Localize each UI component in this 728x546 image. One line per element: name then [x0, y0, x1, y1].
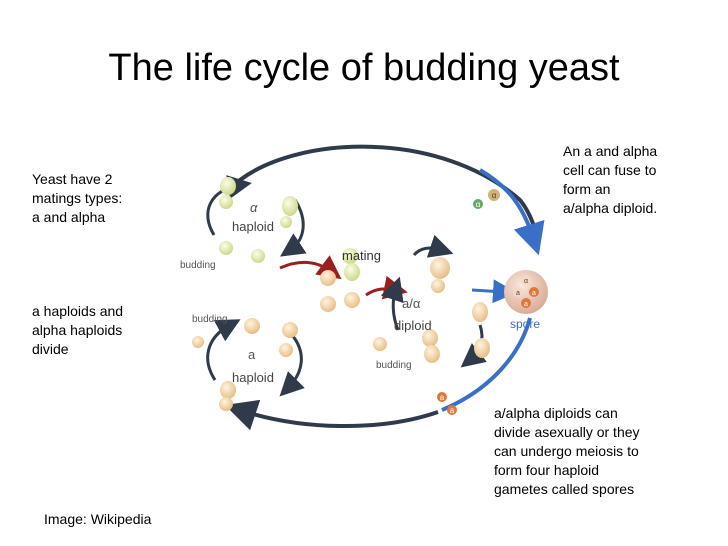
bottom-arc-blue-start	[441, 317, 532, 412]
note-line: divide asexually or they	[494, 424, 640, 440]
alpha-gamete	[488, 189, 500, 201]
alpha-cell	[219, 241, 233, 255]
note-line: a/alpha diploids can	[494, 405, 618, 421]
diploid-cell	[474, 338, 490, 358]
spore-tetrad: α a a a	[504, 270, 548, 314]
alpha-cell	[219, 195, 233, 209]
spore-cell-label: a	[532, 290, 536, 297]
top-arc-arrow	[238, 144, 538, 234]
budding-top-label: budding	[180, 260, 216, 271]
diploid-symbol-label: a/α	[402, 296, 421, 311]
tan-cell	[344, 292, 360, 308]
note-line: Yeast have 2	[32, 171, 113, 187]
alpha-symbol-label: α	[250, 200, 258, 215]
alpha-cell	[220, 177, 236, 195]
diploid-cell	[430, 257, 450, 279]
a-symbol-label: a	[248, 347, 256, 362]
note-meiosis: a/alpha diploids can divide asexually or…	[494, 404, 640, 499]
alpha-gamete	[473, 199, 483, 209]
note-haploids-divide: a haploids and alpha haploids divide	[32, 302, 123, 359]
diploid-cell	[422, 329, 438, 347]
a-gamete-label: a	[450, 406, 455, 415]
note-line: matings types:	[32, 190, 123, 206]
a-cycle-arrow	[206, 319, 241, 381]
note-line: a haploids and	[32, 303, 124, 319]
a-cycle-arrow	[279, 334, 305, 397]
mating-label: mating	[342, 248, 381, 263]
a-gamete	[437, 392, 447, 402]
spore-cell	[513, 287, 523, 297]
slide-title: The life cycle of budding yeast	[108, 47, 620, 89]
note-line: form four haploid	[494, 462, 600, 478]
a-haploid-cells	[192, 318, 298, 411]
note-line: divide	[32, 341, 69, 357]
a-cell	[279, 343, 293, 357]
bottom-arc-arrow	[224, 399, 439, 431]
alpha-haploid-label: haploid	[232, 219, 274, 234]
diploid-cells	[373, 257, 490, 363]
alpha-cell	[282, 196, 298, 216]
a-gamete-label: a	[440, 393, 445, 402]
spore-label: spore	[510, 317, 540, 331]
top-arc-blue-end	[478, 168, 545, 256]
note-line: gametes called spores	[494, 481, 635, 497]
tan-cell	[320, 296, 336, 312]
alpha-cell	[342, 248, 358, 264]
alpha-cell	[280, 216, 292, 228]
a-cell	[244, 318, 260, 334]
budding-diploid-label: budding	[376, 360, 412, 371]
diploid-cell	[373, 337, 387, 351]
floating-alpha-cells: α α	[473, 189, 500, 209]
mating-arrow	[279, 255, 342, 280]
a-cell	[219, 397, 233, 411]
image-credit: Image: Wikipedia	[44, 511, 152, 527]
note-fuse: An a and alpha cell can fuse to form an …	[563, 142, 657, 218]
diploid-cycle-arrow	[412, 234, 454, 258]
note-line: form an	[563, 181, 611, 197]
spore-ascus	[504, 270, 548, 314]
floating-a-cells: a a	[437, 392, 457, 415]
note-line: a/alpha diploid.	[563, 200, 658, 216]
to-spore-arrow	[471, 279, 517, 304]
diploid-cell	[424, 345, 440, 363]
mating-arrow	[365, 275, 408, 300]
alpha-haploid-cells	[219, 177, 360, 312]
note-mating-types: Yeast have 2 matings types: a and alpha	[32, 170, 122, 227]
alpha-gamete-label: α	[476, 200, 481, 209]
spore-cell-label: a	[516, 290, 520, 297]
a-gamete	[447, 405, 457, 415]
note-line: cell can fuse to	[563, 162, 657, 178]
spore-cell	[521, 298, 531, 308]
a-cell	[192, 336, 204, 348]
note-line: alpha haploids	[32, 322, 123, 338]
note-line: a and alpha	[32, 209, 106, 225]
a-haploid-label: haploid	[232, 370, 274, 385]
diploid-label: diploid	[394, 318, 432, 333]
spore-cell	[529, 287, 539, 297]
note-line: can undergo meiosis to	[494, 443, 639, 459]
alpha-gamete-label: α	[492, 191, 497, 200]
a-cell	[282, 322, 298, 338]
alpha-cell	[251, 249, 265, 263]
note-line: An a and alpha	[563, 143, 658, 159]
diploid-cycle-arrow	[380, 276, 404, 331]
a-cell	[220, 381, 236, 399]
diploid-cell	[431, 279, 445, 293]
yeast-life-cycle-diagram: α α a a α a a a α haploid budding mating…	[180, 144, 548, 431]
spore-cell-label: a	[524, 301, 528, 308]
tan-cell	[320, 270, 336, 286]
spore-cell-label: α	[524, 278, 528, 285]
budding-left-label: budding	[192, 314, 228, 325]
diploid-cell	[472, 302, 488, 322]
alpha-cell	[344, 263, 360, 281]
spore-cell	[521, 275, 531, 285]
